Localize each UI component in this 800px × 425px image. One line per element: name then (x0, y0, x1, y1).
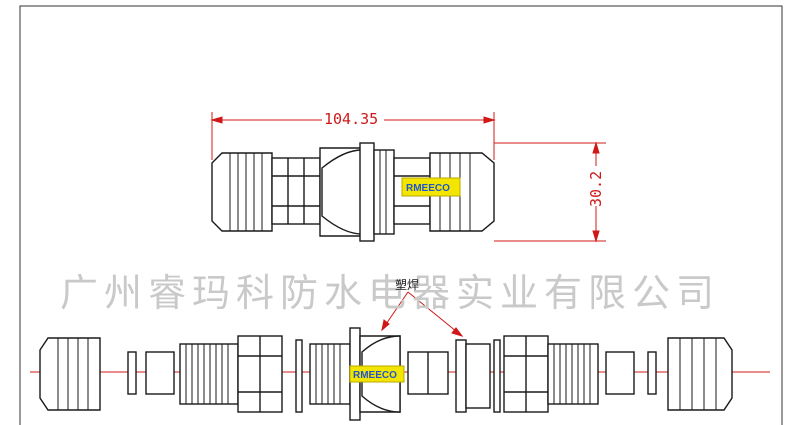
brand-logo-top (401, 177, 461, 197)
height-label: 30.2 (587, 171, 605, 207)
brand-logo-text-bottom: RMEECO (353, 370, 397, 381)
length-dimension (210, 112, 496, 160)
weld-callout-label: 塑焊 (395, 278, 420, 292)
length-label: 104.35 (324, 110, 378, 128)
brand-logo-bottom (349, 365, 405, 383)
drawing-frame (19, 5, 783, 425)
callout-leaders (381, 291, 464, 337)
assembled-connector (211, 142, 495, 242)
company-watermark: 广州睿玛科防水电器实业有限公司 (60, 271, 721, 315)
brand-logo-text-top: RMEECO (406, 183, 450, 194)
